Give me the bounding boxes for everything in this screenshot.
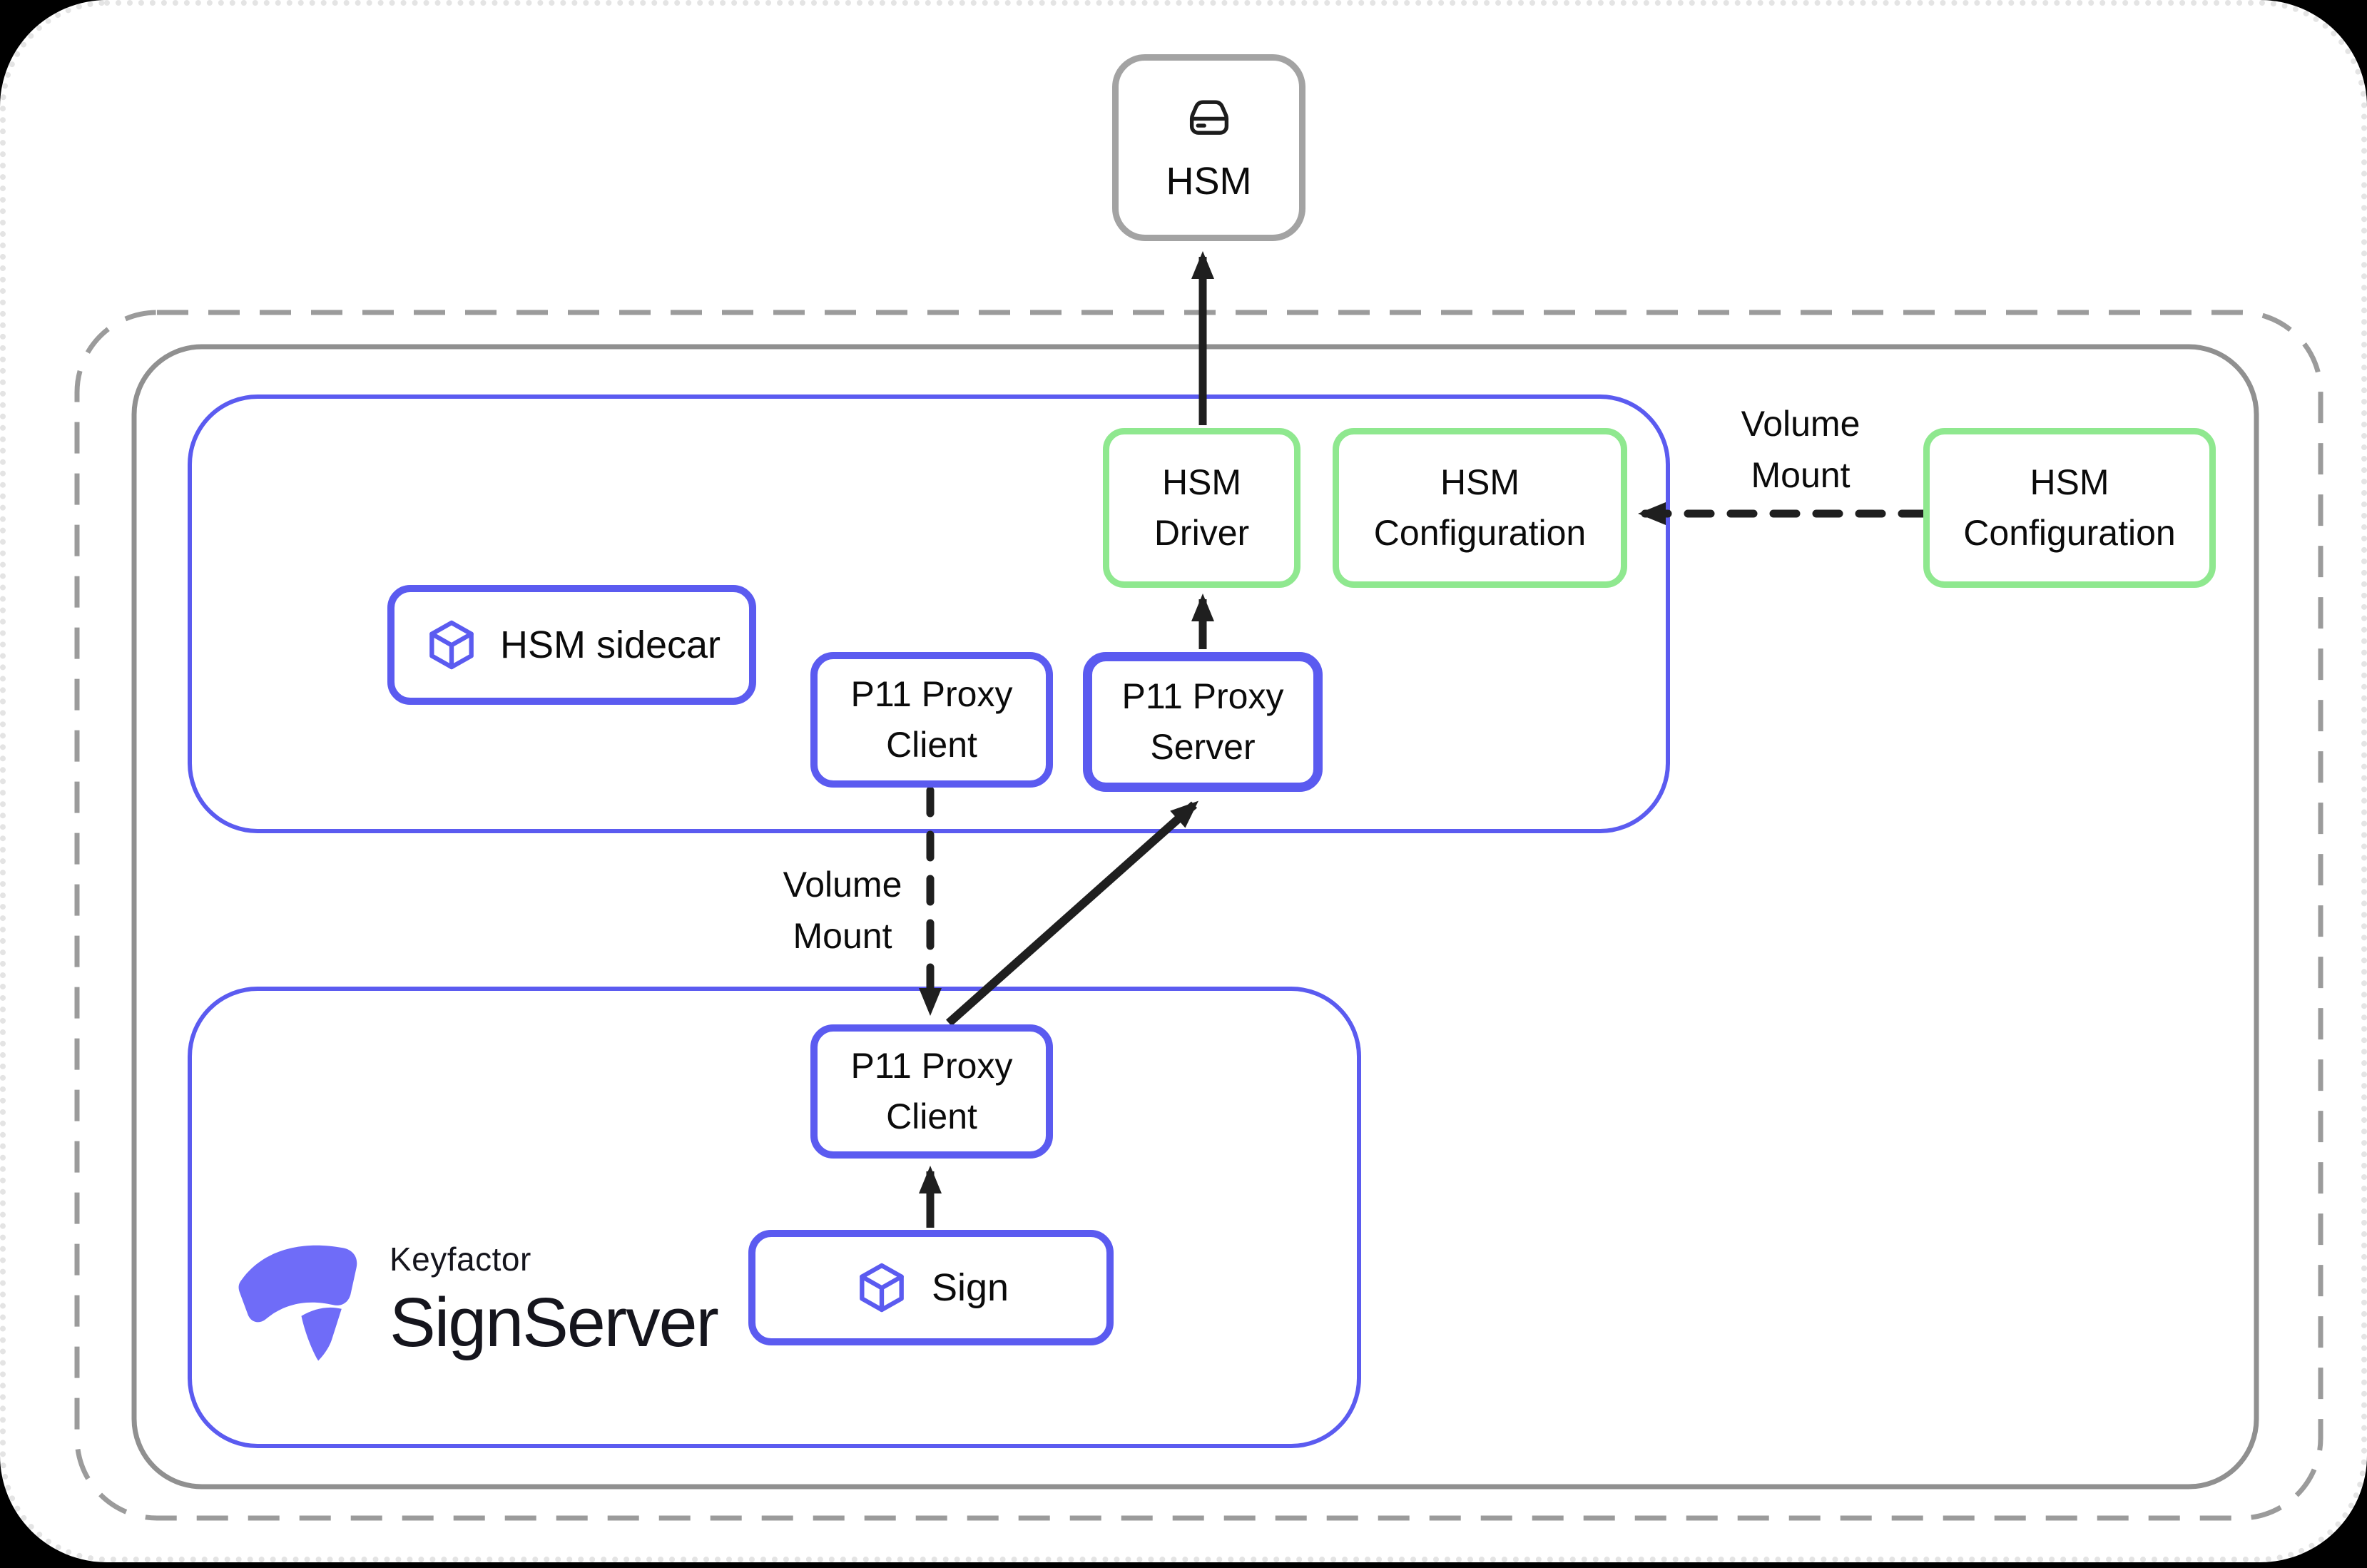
- node-boundary-solid: [131, 344, 2259, 1490]
- volume-mount-pods-line1: Volume: [783, 865, 902, 905]
- hsm-configuration-external-node: HSM Configuration: [1923, 428, 2216, 588]
- hsm-config-sidecar-line2: Configuration: [1373, 513, 1587, 553]
- boundaries-and-arrows-layer: [74, 251, 2323, 1521]
- volume-mount-pods-line2: Mount: [793, 916, 892, 956]
- p11-client-sidecar-line1: P11 Proxy: [850, 674, 1013, 714]
- hsm-driver-node: HSM Driver: [1103, 428, 1300, 588]
- hsm-sidecar-label: HSM sidecar: [499, 623, 721, 666]
- keyfactor-logo-mark-icon: [238, 1245, 357, 1361]
- p11-client-sidecar-line2: Client: [886, 725, 977, 765]
- sign-node: Sign: [748, 1230, 1114, 1345]
- hsm-config-external-line1: HSM: [2030, 462, 2109, 502]
- p11-client-signserver-line2: Client: [886, 1096, 977, 1136]
- hsm-sidecar-badge: HSM sidecar: [387, 585, 756, 705]
- logo-product-text: SignServer: [390, 1283, 719, 1361]
- p11-server-line2: Server: [1150, 727, 1256, 767]
- logo-wordmark: Keyfactor SignServer: [390, 1236, 719, 1363]
- volume-mount-external-line1: Volume: [1741, 404, 1860, 444]
- cube-icon: [429, 620, 474, 670]
- hsm-config-sidecar-line1: HSM: [1440, 462, 1520, 502]
- sign-label: Sign: [931, 1266, 1009, 1309]
- hsm-driver-line1: HSM: [1161, 462, 1242, 502]
- keyfactor-signserver-logo: Keyfactor SignServer: [233, 1236, 719, 1378]
- volume-mount-label-pods: Volume Mount: [713, 859, 972, 962]
- hsm-driver-line2: Driver: [1154, 513, 1250, 553]
- p11-client-signserver-line1: P11 Proxy: [850, 1046, 1013, 1086]
- hsm-config-external-line2: Configuration: [1963, 513, 2176, 553]
- p11-proxy-client-sidecar-node: P11 Proxy Client: [810, 652, 1053, 788]
- hsm-configuration-sidecar-node: HSM Configuration: [1333, 428, 1627, 588]
- p11-proxy-server-node: P11 Proxy Server: [1083, 652, 1323, 792]
- volume-mount-external-line2: Mount: [1751, 455, 1851, 495]
- signserver-pod-container: [188, 987, 1361, 1448]
- drive-icon: [1189, 100, 1228, 135]
- hsm-node-label: HSM: [1166, 159, 1252, 203]
- volume-mount-label-external: Volume Mount: [1672, 398, 1929, 501]
- p11-server-line1: P11 Proxy: [1121, 676, 1284, 716]
- logo-brand-text: Keyfactor: [390, 1241, 531, 1278]
- p11-proxy-client-signserver-node: P11 Proxy Client: [810, 1024, 1053, 1159]
- cube-icon: [860, 1263, 904, 1313]
- hsm-node: HSM: [1112, 54, 1305, 241]
- arrow-client-to-server: [946, 800, 1198, 1027]
